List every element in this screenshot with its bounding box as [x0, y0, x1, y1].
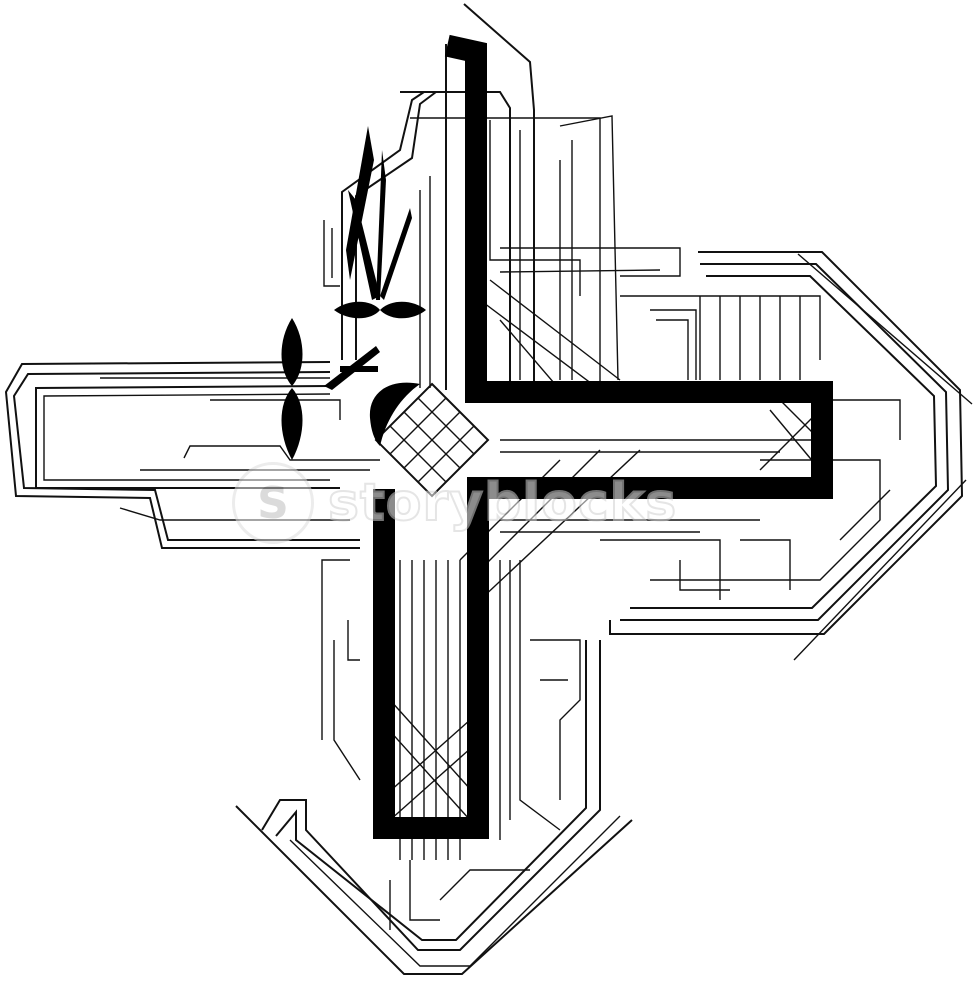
bold-strokes — [373, 34, 833, 839]
leaf-ornaments — [281, 126, 426, 460]
top-arm-outline — [323, 3, 681, 390]
bottom-arrow-outline — [235, 559, 633, 975]
left-arm-outline — [4, 361, 380, 549]
right-arrow-outline — [500, 251, 973, 661]
central-hub — [374, 382, 490, 498]
